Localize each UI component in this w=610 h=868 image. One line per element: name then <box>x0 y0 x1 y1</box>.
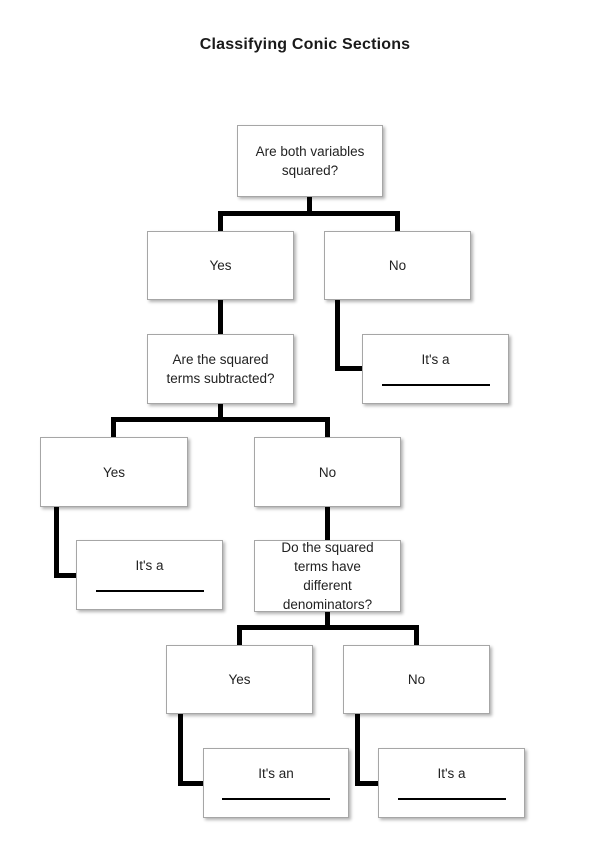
node-no-3: No <box>343 645 490 714</box>
connector-yes3-elbow-horizontal <box>178 781 203 786</box>
node-yes-1: Yes <box>147 231 294 300</box>
node-different-denominators: Do the squared terms have different deno… <box>254 540 401 612</box>
node-are-both-variables-squared: Are both variables squared? <box>237 125 383 197</box>
connector-yes2-elbow-horizontal <box>54 573 76 578</box>
fill-in-blank-line <box>95 590 204 592</box>
node-label: Yes <box>228 672 251 687</box>
connector-q3-bar <box>237 625 419 630</box>
connector-no1-elbow-horizontal <box>335 366 362 371</box>
node-label: It's a <box>135 558 164 573</box>
connector-no3-elbow-horizontal <box>355 781 378 786</box>
node-label: It's a <box>437 766 466 781</box>
node-label: No <box>318 464 337 480</box>
node-answer-its-a-2: It's a <box>76 540 223 610</box>
node-answer-its-an-3: It's an <box>203 748 349 818</box>
connector-no2-to-q3 <box>325 507 330 540</box>
node-label: It's a <box>421 352 450 367</box>
connector-q2-to-yes2 <box>111 417 116 437</box>
connector-q2-bar <box>111 417 330 422</box>
connector-q2-to-no2 <box>325 417 330 437</box>
node-label: Are both variables squared? <box>255 144 365 178</box>
node-label: Yes <box>102 464 126 480</box>
node-label: No <box>407 672 426 687</box>
node-answer-its-a-3: It's a <box>378 748 525 818</box>
fill-in-blank-line <box>222 798 330 800</box>
connector-q1-bar <box>218 211 400 216</box>
node-yes-2: Yes <box>40 437 188 507</box>
connector-yes3-elbow-vertical <box>178 714 183 786</box>
connector-q1-to-yes1 <box>218 211 223 231</box>
node-label: Are the squared terms subtracted? <box>166 352 275 386</box>
fill-in-blank-line <box>381 384 490 386</box>
connector-yes1-to-q2 <box>218 300 223 334</box>
fill-in-blank-line <box>397 798 506 800</box>
node-no-1: No <box>324 231 471 300</box>
node-yes-3: Yes <box>166 645 313 714</box>
page-title: Classifying Conic Sections <box>199 36 411 53</box>
connector-yes2-elbow-vertical <box>54 507 59 578</box>
node-label: Do the squared terms have different deno… <box>281 540 374 612</box>
connector-no3-elbow-vertical <box>355 714 360 786</box>
connector-q1-to-no1 <box>395 211 400 231</box>
connector-q3-to-yes3 <box>237 625 242 645</box>
node-answer-its-a-1: It's a <box>362 334 509 404</box>
node-label: Yes <box>209 258 232 273</box>
node-are-squared-terms-subtracted: Are the squared terms subtracted? <box>147 334 294 404</box>
node-label: No <box>388 258 407 273</box>
node-no-2: No <box>254 437 401 507</box>
connector-no1-elbow-vertical <box>335 300 340 371</box>
node-label: It's an <box>258 766 294 781</box>
connector-q2-stem <box>218 404 223 422</box>
connector-q3-to-no3 <box>414 625 419 645</box>
connector-q3-stem <box>325 612 330 630</box>
connector-q1-stem <box>307 197 312 213</box>
